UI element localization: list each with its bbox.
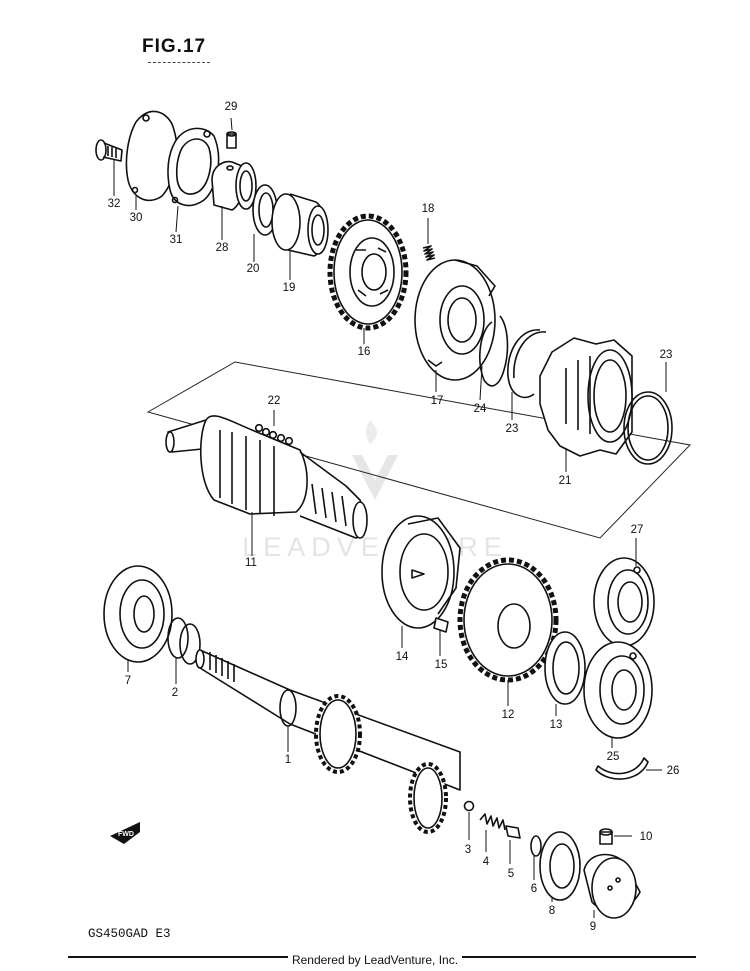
callout-6: 6 xyxy=(531,883,537,895)
part-2-circlip xyxy=(167,617,201,665)
callout-16: 16 xyxy=(358,346,371,358)
callout-7: 7 xyxy=(125,675,131,687)
callout-24: 24 xyxy=(474,403,487,415)
callout-31: 31 xyxy=(170,234,183,246)
part-23-ring-right xyxy=(623,391,673,465)
part-32-bolt xyxy=(95,139,123,162)
part-23-ring-upper xyxy=(507,329,547,399)
part-6-washer xyxy=(530,835,542,857)
callout-8: 8 xyxy=(549,905,555,917)
part-9-drum xyxy=(583,853,641,919)
callout-28: 28 xyxy=(216,242,229,254)
callout-21: 21 xyxy=(559,475,572,487)
callout-13: 13 xyxy=(550,719,563,731)
callout-14: 14 xyxy=(396,651,409,663)
callout-labels: 29 32 30 31 28 20 19 18 16 17 24 23 23 2… xyxy=(108,101,680,933)
callout-3: 3 xyxy=(465,844,471,856)
part-25-bearing xyxy=(583,641,653,739)
callout-18: 18 xyxy=(422,203,435,215)
part-8-thrust-washer xyxy=(539,831,581,901)
model-code: GS450GAD E3 xyxy=(88,927,171,941)
callout-23-upper: 23 xyxy=(660,349,673,361)
part-1-main-shaft xyxy=(195,649,461,834)
assembly-outline xyxy=(146,361,692,539)
callout-20: 20 xyxy=(247,263,260,275)
callout-27: 27 xyxy=(631,524,644,536)
part-11-countershaft xyxy=(165,415,368,539)
part-27-bearing xyxy=(593,557,655,647)
part-30-cover xyxy=(125,110,178,202)
callout-5: 5 xyxy=(508,868,514,880)
part-24-circlip xyxy=(479,315,509,387)
part-18-spring xyxy=(422,245,436,261)
callout-25: 25 xyxy=(607,751,620,763)
part-31-gasket xyxy=(167,127,220,207)
part-12-gear xyxy=(457,557,559,683)
callout-23-lower: 23 xyxy=(506,423,519,435)
callout-15: 15 xyxy=(435,659,448,671)
callout-29: 29 xyxy=(225,101,238,113)
callout-30: 30 xyxy=(130,212,143,224)
part-7-bearing xyxy=(103,565,173,663)
leader-lines xyxy=(113,117,667,918)
footer: Rendered by LeadVenture, Inc. xyxy=(0,953,750,967)
callout-26: 26 xyxy=(667,765,680,777)
fwd-arrow-icon: FWD xyxy=(110,822,140,844)
part-21-dog-hub xyxy=(539,337,633,457)
part-26-half-ring xyxy=(595,757,649,780)
callout-9: 9 xyxy=(590,921,596,933)
callout-22: 22 xyxy=(268,395,281,407)
part-4-spring xyxy=(479,813,506,831)
part-19-bushing xyxy=(271,193,329,257)
callout-12: 12 xyxy=(502,709,515,721)
part-15-key xyxy=(433,617,449,633)
callout-11: 11 xyxy=(245,557,257,569)
callout-32: 32 xyxy=(108,198,121,210)
part-29-dowel xyxy=(226,131,237,149)
callout-2: 2 xyxy=(172,687,178,699)
callout-1: 1 xyxy=(285,754,291,766)
title-underline xyxy=(148,62,210,63)
watermark-text: LEADVENTURE xyxy=(242,532,508,562)
part-20-washer xyxy=(252,184,278,236)
figure-title: FIG.17 xyxy=(142,36,207,57)
watermark: LEADVENTURE xyxy=(242,420,508,562)
footer-credit: Rendered by LeadVenture, Inc. xyxy=(287,953,463,967)
part-16-gear xyxy=(327,213,409,331)
part-13-washer xyxy=(544,631,586,705)
fwd-label: FWD xyxy=(118,831,134,838)
part-17-cam-plate xyxy=(414,259,496,381)
part-5-pin xyxy=(505,825,521,839)
callout-17: 17 xyxy=(431,395,444,407)
part-10-cap xyxy=(599,828,613,845)
part-3-ball xyxy=(463,800,475,812)
part-28-needle-bearing xyxy=(211,160,257,211)
callout-4: 4 xyxy=(483,856,490,868)
callout-10: 10 xyxy=(640,831,653,843)
callout-19: 19 xyxy=(283,282,296,294)
part-14-gear-plate xyxy=(381,515,461,629)
